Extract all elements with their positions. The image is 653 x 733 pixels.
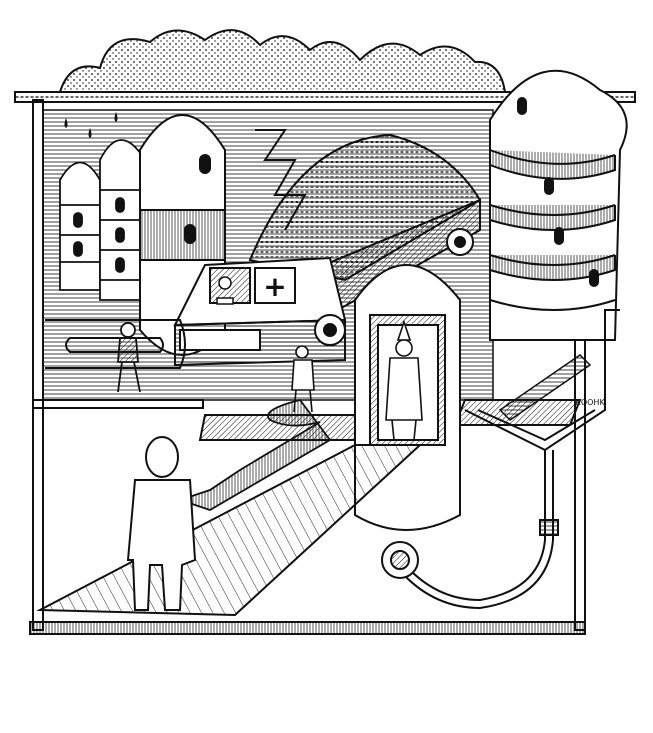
person-on-track (117, 322, 141, 393)
truck-bed (298, 198, 481, 322)
ambulance-cross: + (263, 270, 286, 303)
race-track (45, 319, 186, 369)
clouds (58, 29, 507, 93)
roof-band (14, 91, 636, 103)
right-platform (453, 399, 582, 426)
pill-pile (248, 133, 482, 282)
ribbon-path (177, 398, 332, 511)
foreground-figure (126, 436, 197, 611)
small-tower-left (59, 161, 101, 291)
ambulance-driver (216, 276, 234, 305)
small-tower-middle (99, 139, 146, 301)
ambulance (173, 256, 347, 367)
plank-walkway (36, 444, 423, 617)
doctor-figure (385, 319, 423, 441)
tall-tower-right (489, 69, 628, 341)
person-center (291, 345, 315, 413)
stethoscope-chestpiece (381, 541, 419, 579)
artist-signature: ROOHK (575, 398, 605, 407)
